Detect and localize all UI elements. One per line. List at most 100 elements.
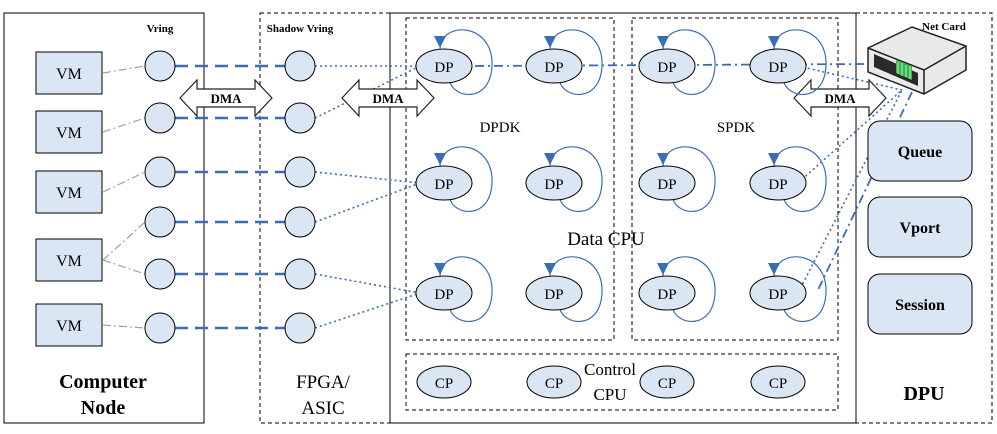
shadow-dp-link (314, 292, 421, 329)
computer-node-label-line2: Node (81, 397, 126, 419)
dp-node (638, 275, 696, 311)
vm-label: VM (56, 125, 82, 142)
vring-label: Vring (147, 23, 174, 35)
shadow-dp-link (314, 182, 421, 223)
fpga-label-line2: ASIC (301, 398, 344, 419)
dp-loop-arrowhead (768, 36, 780, 48)
vm-box (35, 170, 103, 214)
vm-vring-link (102, 117, 146, 133)
dp-label: DP (544, 60, 563, 76)
vring-circle (144, 258, 176, 290)
vm-vring-link (102, 324, 146, 329)
vm-vring-link (102, 221, 146, 261)
control-cpu-region (405, 353, 839, 411)
cp-label: CP (658, 376, 676, 392)
cp-label: CP (545, 376, 563, 392)
dp-loop (773, 29, 827, 95)
dp-node (638, 48, 696, 84)
dp-label: DP (657, 60, 676, 76)
dma-arrow (341, 78, 435, 118)
dp-node (749, 48, 807, 84)
dp-node (525, 48, 583, 84)
shadow-vring-circle (284, 102, 316, 134)
dp-loop (662, 29, 716, 95)
vm-vring-link (102, 259, 146, 275)
vring-circle (144, 312, 176, 344)
net-card-label: Net Card (922, 21, 966, 33)
dp-loop (773, 256, 827, 322)
dp-loop (549, 146, 603, 212)
computer-node-region (3, 12, 205, 424)
spdk-region (631, 17, 839, 341)
net-card-icon (867, 26, 967, 95)
dp-loop (773, 146, 827, 212)
data-cpu-region (389, 12, 857, 424)
dpdk-region (405, 17, 615, 341)
cp-label: CP (435, 376, 453, 392)
vm-vring-link (102, 65, 146, 74)
dp-node (525, 275, 583, 311)
control-cpu-label-line2: CPU (593, 385, 626, 404)
dp-node (415, 275, 473, 311)
spdk-netcard-link (797, 89, 903, 184)
dp-loop-arrowhead (434, 263, 446, 275)
dp-loop (439, 29, 493, 95)
dp-label: DP (657, 287, 676, 303)
dp-node (415, 48, 473, 84)
cp-node (639, 365, 695, 399)
shadow-vring-circle (284, 156, 316, 188)
shadow-vring-circle (284, 258, 316, 290)
computer-node-label-line1: Computer (59, 371, 147, 393)
dp-label: DP (544, 177, 563, 193)
dpu-module-box (867, 273, 973, 335)
shadow-vring-circle (284, 312, 316, 344)
dp-label: DP (544, 287, 563, 303)
dp-loop (662, 256, 716, 322)
cp-label: CP (769, 376, 787, 392)
fpga-label-line1: FPGA/ (296, 372, 351, 393)
dp-loop-arrowhead (544, 36, 556, 48)
dpu-label: DPU (903, 383, 944, 405)
dp-loop-arrowhead (657, 36, 669, 48)
dpdk-label: DPDK (480, 120, 521, 136)
shadow-vring-group (284, 50, 316, 344)
dma-label: DMA (372, 91, 404, 106)
dp-label: DP (768, 287, 787, 303)
vring-circle (144, 156, 176, 188)
dp-loop-arrowhead (544, 263, 556, 275)
dp-node (749, 275, 807, 311)
dp-loop-arrowhead (657, 263, 669, 275)
dp-loop-arrowhead (434, 36, 446, 48)
shadow-dp-link (314, 273, 421, 294)
fpga-asic-region (259, 12, 391, 424)
cp-group: CP CP CP CP (416, 365, 806, 399)
vring-circle (144, 102, 176, 134)
cp-node (750, 365, 806, 399)
vring-circle (144, 206, 176, 238)
vring-circle (144, 50, 176, 82)
dma-arrow (179, 78, 273, 118)
dpu-module-box (867, 120, 973, 182)
dp-loop (662, 146, 716, 212)
vm-label: VM (56, 253, 82, 270)
dp-node (749, 165, 807, 201)
dpu-module-label: Vport (900, 220, 942, 237)
vm-label: VM (56, 66, 82, 83)
dp-loop-arrowhead (434, 153, 446, 165)
vm-box (35, 238, 103, 282)
dp-loop (549, 29, 603, 95)
dp-node (525, 165, 583, 201)
vm-box (35, 110, 103, 154)
dpu-module-label: Queue (898, 144, 942, 161)
dp-label: DP (768, 60, 787, 76)
cp-node (416, 365, 472, 399)
dp-label: DP (657, 177, 676, 193)
shadow-vring-circle (284, 206, 316, 238)
shadow-vring-label: Shadow Vring (267, 23, 334, 35)
dp-loop-arrowhead (768, 153, 780, 165)
